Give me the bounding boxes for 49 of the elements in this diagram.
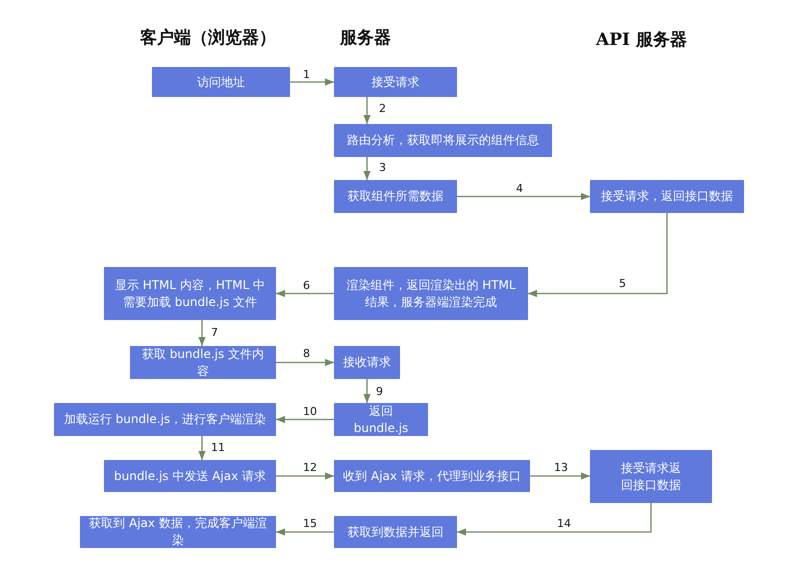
arrow bbox=[276, 472, 334, 480]
arrow bbox=[530, 472, 590, 480]
arrow bbox=[276, 290, 334, 298]
arrow bbox=[457, 192, 590, 200]
process-box: 访问地址 bbox=[152, 67, 290, 97]
edge-label: 7 bbox=[210, 327, 219, 339]
process-box: 加载运行 bundle.js，进行客户端渲染 bbox=[54, 403, 276, 436]
edge-label: 12 bbox=[302, 462, 318, 474]
process-box: 接收请求 bbox=[334, 346, 400, 379]
process-box: 接受请求返回接口数据 bbox=[590, 450, 712, 503]
edge-label: 6 bbox=[302, 280, 311, 292]
edge-label: 15 bbox=[302, 518, 318, 530]
column-heading: 客户端（浏览器） bbox=[140, 27, 276, 49]
edge-label: 1 bbox=[302, 69, 311, 81]
arrow bbox=[528, 213, 668, 298]
arrow bbox=[363, 379, 371, 403]
edge-label: 11 bbox=[210, 442, 226, 454]
edge-label: 3 bbox=[378, 162, 387, 174]
edge-label: 4 bbox=[515, 183, 524, 195]
process-box: 收到 Ajax 请求，代理到业务接口 bbox=[334, 460, 530, 492]
arrow bbox=[198, 320, 206, 346]
column-heading: 服务器 bbox=[340, 27, 391, 49]
arrow bbox=[276, 358, 334, 366]
process-box: 接受请求 bbox=[334, 67, 457, 97]
arrow bbox=[457, 503, 652, 536]
process-box: 返回 bundle.js bbox=[334, 403, 428, 436]
edge-label: 8 bbox=[302, 348, 311, 360]
process-box: 获取 bundle.js 文件内容 bbox=[130, 346, 276, 379]
column-heading: API 服务器 bbox=[596, 29, 687, 51]
edge-label: 14 bbox=[556, 518, 572, 530]
arrow bbox=[363, 157, 371, 180]
process-box: bundle.js 中发送 Ajax 请求 bbox=[104, 460, 276, 492]
process-box: 接受请求，返回接口数据 bbox=[590, 180, 744, 213]
arrow bbox=[363, 97, 371, 124]
process-box: 显示 HTML 内容，HTML 中需要加载 bundle.js 文件 bbox=[104, 267, 276, 320]
arrow bbox=[276, 528, 334, 536]
edge-label: 9 bbox=[375, 386, 384, 398]
edge-label: 13 bbox=[553, 462, 569, 474]
arrow bbox=[290, 78, 334, 86]
edge-label: 5 bbox=[618, 278, 627, 290]
process-box: 渲染组件，返回渲染出的 HTML 结果，服务器端渲染完成 bbox=[334, 267, 528, 320]
process-box: 路由分析，获取即将展示的组件信息 bbox=[334, 124, 552, 157]
process-box: 获取到 Ajax 数据，完成客户端渲染 bbox=[80, 516, 276, 548]
arrow bbox=[198, 436, 206, 460]
edge-label: 10 bbox=[302, 406, 318, 418]
process-box: 获取到数据并返回 bbox=[334, 516, 457, 548]
process-box: 获取组件所需数据 bbox=[334, 180, 457, 213]
edge-label: 2 bbox=[378, 103, 387, 115]
arrow bbox=[276, 416, 334, 424]
